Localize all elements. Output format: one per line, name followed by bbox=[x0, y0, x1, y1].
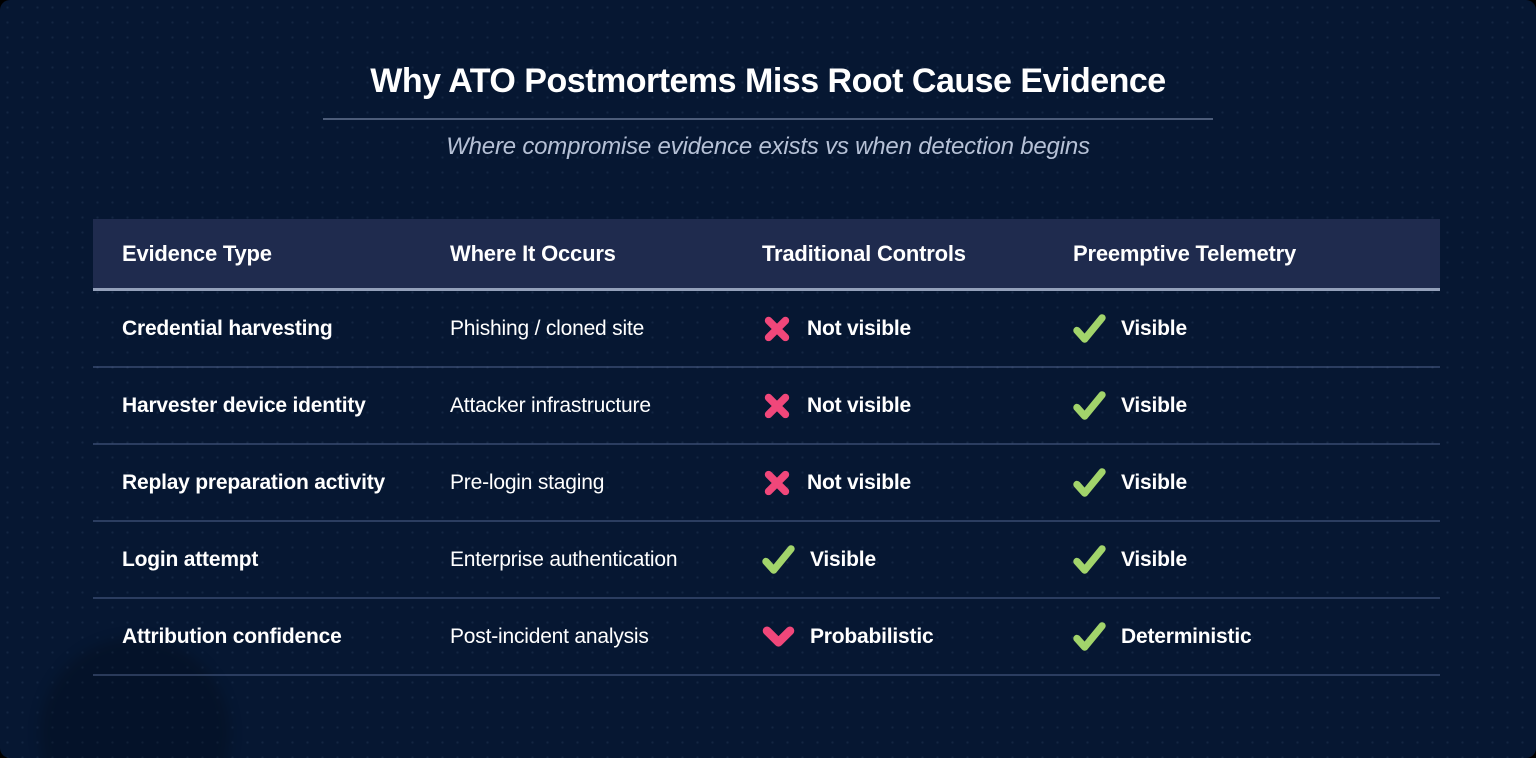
preemptive-telemetry-cell: Visible bbox=[1073, 391, 1440, 420]
evidence-type-cell: Replay preparation activity bbox=[122, 470, 386, 494]
cross-icon bbox=[764, 393, 790, 418]
check-icon bbox=[1073, 622, 1106, 651]
table-row: Replay preparation activity Pre-login sta… bbox=[93, 445, 1440, 522]
check-icon bbox=[762, 545, 795, 574]
evidence-type-cell: Attribution confidence bbox=[122, 624, 342, 648]
title-divider bbox=[323, 118, 1213, 121]
status-label: Not visible bbox=[807, 393, 911, 417]
check-icon bbox=[1073, 314, 1106, 343]
column-header-evidence-type: Evidence Type bbox=[122, 240, 272, 266]
where-it-occurs-cell: Pre-login staging bbox=[450, 470, 605, 494]
check-icon bbox=[1073, 391, 1106, 420]
table-row: Harvester device identity Attacker infras… bbox=[93, 368, 1440, 445]
status-label: Deterministic bbox=[1121, 624, 1252, 648]
chevron-down-icon bbox=[762, 625, 795, 647]
traditional-controls-cell: Probabilistic bbox=[762, 625, 1073, 649]
traditional-controls-cell: Visible bbox=[762, 545, 1073, 574]
status-label: Visible bbox=[1121, 316, 1187, 340]
preemptive-telemetry-cell: Visible bbox=[1073, 314, 1440, 343]
column-header-where-it-occurs: Where It Occurs bbox=[450, 240, 616, 266]
evidence-type-cell: Login attempt bbox=[122, 547, 259, 571]
header-block: Why ATO Postmortems Miss Root Cause Evid… bbox=[0, 0, 1536, 161]
preemptive-telemetry-cell: Visible bbox=[1073, 468, 1440, 497]
check-icon bbox=[1073, 545, 1106, 574]
table-row: Attribution confidence Post-incident anal… bbox=[93, 599, 1440, 676]
table-body: Credential harvesting Phishing / cloned s… bbox=[93, 291, 1440, 676]
where-it-occurs-cell: Enterprise authentication bbox=[450, 547, 678, 571]
status-label: Visible bbox=[1121, 470, 1187, 494]
column-header-traditional-controls: Traditional Controls bbox=[762, 240, 966, 266]
cross-icon bbox=[764, 470, 790, 495]
status-label: Probabilistic bbox=[810, 624, 934, 648]
preemptive-telemetry-cell: Visible bbox=[1073, 545, 1440, 574]
evidence-type-cell: Harvester device identity bbox=[122, 393, 366, 417]
table-header-row: Evidence Type Where It Occurs Traditiona… bbox=[93, 219, 1440, 291]
where-it-occurs-cell: Phishing / cloned site bbox=[450, 316, 645, 340]
table-row: Login attempt Enterprise authentication V… bbox=[93, 522, 1440, 599]
traditional-controls-cell: Not visible bbox=[762, 391, 1073, 421]
check-icon bbox=[1073, 468, 1106, 497]
status-label: Visible bbox=[1121, 547, 1187, 571]
page-subtitle: Where compromise evidence exists vs when… bbox=[446, 133, 1090, 161]
status-label: Not visible bbox=[807, 470, 911, 494]
status-label: Visible bbox=[1121, 393, 1187, 417]
where-it-occurs-cell: Post-incident analysis bbox=[450, 624, 649, 648]
traditional-controls-cell: Not visible bbox=[762, 314, 1073, 344]
table-row: Credential harvesting Phishing / cloned s… bbox=[93, 291, 1440, 368]
cross-icon bbox=[764, 316, 790, 341]
status-label: Visible bbox=[810, 547, 876, 571]
evidence-type-cell: Credential harvesting bbox=[122, 316, 333, 340]
page-title: Why ATO Postmortems Miss Root Cause Evid… bbox=[370, 62, 1166, 100]
traditional-controls-cell: Not visible bbox=[762, 468, 1073, 498]
status-label: Not visible bbox=[807, 316, 911, 340]
column-header-preemptive-telemetry: Preemptive Telemetry bbox=[1073, 240, 1297, 266]
where-it-occurs-cell: Attacker infrastructure bbox=[450, 393, 651, 417]
preemptive-telemetry-cell: Deterministic bbox=[1073, 622, 1440, 651]
evidence-table: Evidence Type Where It Occurs Traditiona… bbox=[93, 219, 1440, 676]
